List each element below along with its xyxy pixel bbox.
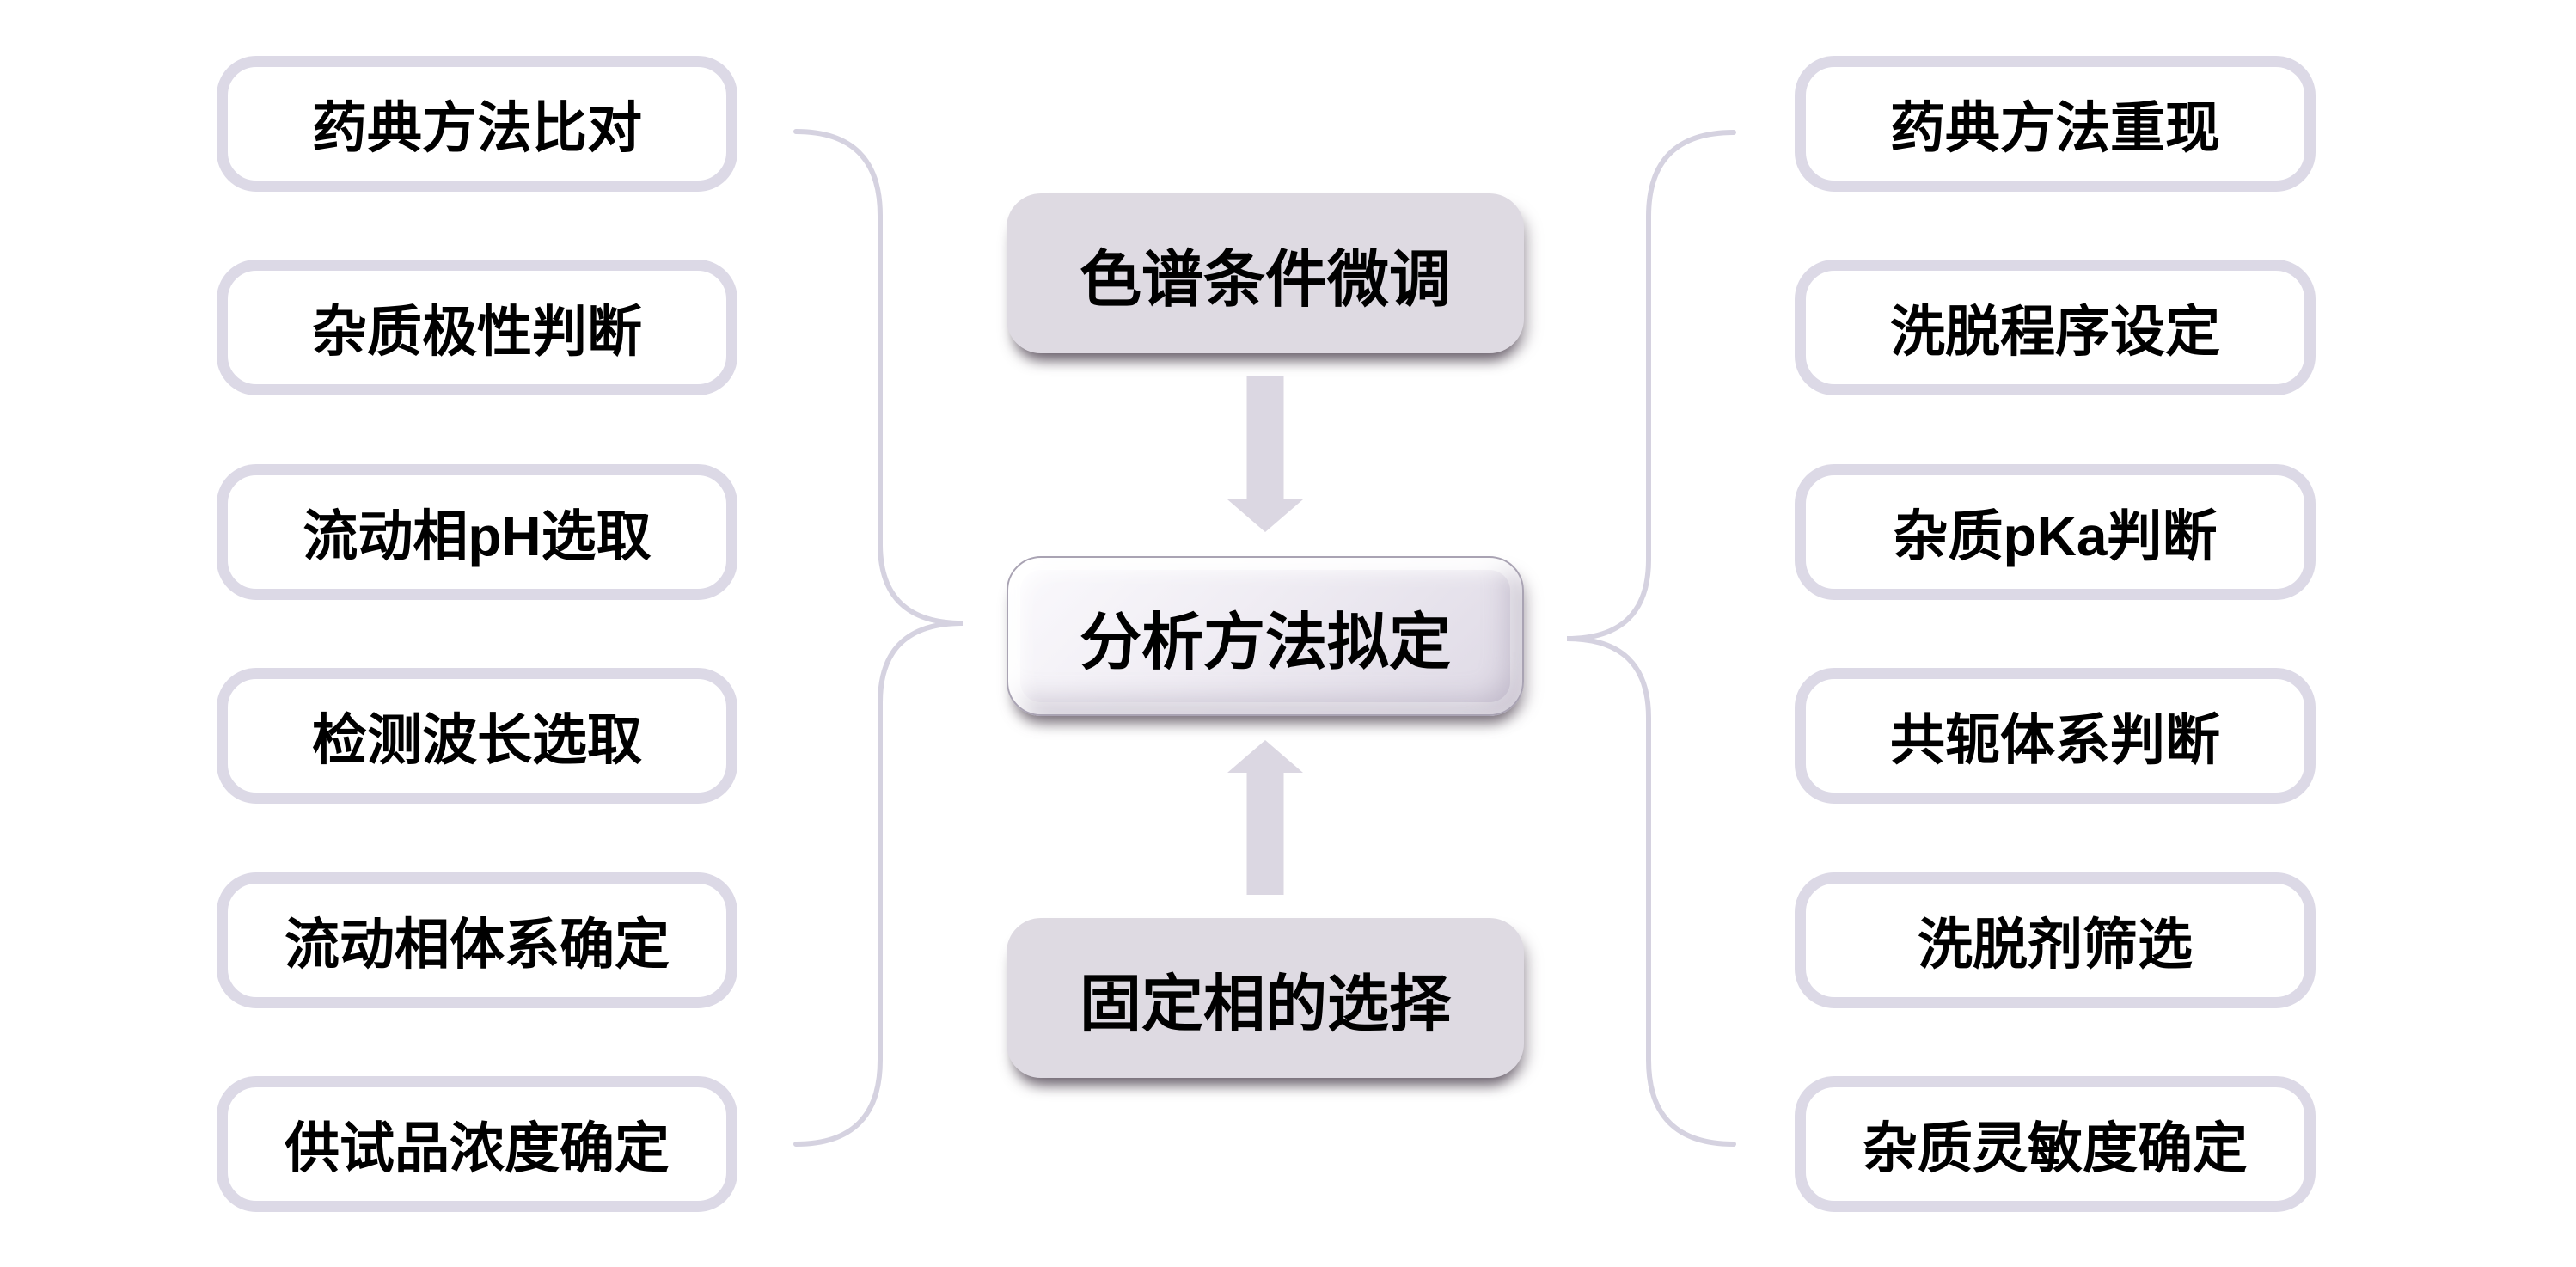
node-label: 药典方法比对 [312,97,642,159]
node-eluent-screening: 洗脱剂筛选 [1795,872,2316,1008]
node-label: 洗脱剂筛选 [1918,914,2193,976]
node-detection-wavelength-select: 检测波长选取 [217,668,737,804]
node-label: 流动相体系确定 [285,914,670,976]
node-label: 流动相pH选取 [303,505,652,567]
node-label: 药典方法重现 [1890,97,2220,159]
node-label: 杂质灵敏度确定 [1863,1117,2248,1179]
node-label: 杂质pKa判断 [1893,505,2218,567]
node-label: 分析方法拟定 [1079,608,1451,677]
node-chromatographic-condition-finetune: 色谱条件微调 [1007,193,1524,353]
arrow-down-icon [1227,376,1303,532]
node-pharmacopoeia-method-compare: 药典方法比对 [217,56,737,192]
node-analysis-method-draft: 分析方法拟定 [1007,556,1524,716]
right-brace-connector [1566,130,1736,1147]
node-pharmacopoeia-method-reproduce: 药典方法重现 [1795,56,2316,192]
node-label: 供试品浓度确定 [285,1117,670,1179]
node-label: 共轭体系判断 [1890,709,2220,771]
arrow-up-icon [1227,740,1303,895]
node-stationary-phase-selection: 固定相的选择 [1007,918,1524,1078]
node-label: 色谱条件微调 [1079,245,1451,315]
node-impurity-sensitivity-confirm: 杂质灵敏度确定 [1795,1076,2316,1212]
node-label: 洗脱程序设定 [1890,301,2220,363]
node-mobile-phase-system-confirm: 流动相体系确定 [217,872,737,1008]
node-label: 固定相的选择 [1079,970,1451,1039]
node-impurity-polarity-judge: 杂质极性判断 [217,260,737,395]
left-brace-connector [793,129,964,1147]
node-sample-concentration-confirm: 供试品浓度确定 [217,1076,737,1212]
node-label: 检测波长选取 [312,709,642,771]
node-label: 杂质极性判断 [312,301,642,363]
node-conjugated-system-judge: 共轭体系判断 [1795,668,2316,804]
node-mobile-phase-ph-select: 流动相pH选取 [217,464,737,600]
node-impurity-pka-judge: 杂质pKa判断 [1795,464,2316,600]
node-elution-program-setting: 洗脱程序设定 [1795,260,2316,395]
